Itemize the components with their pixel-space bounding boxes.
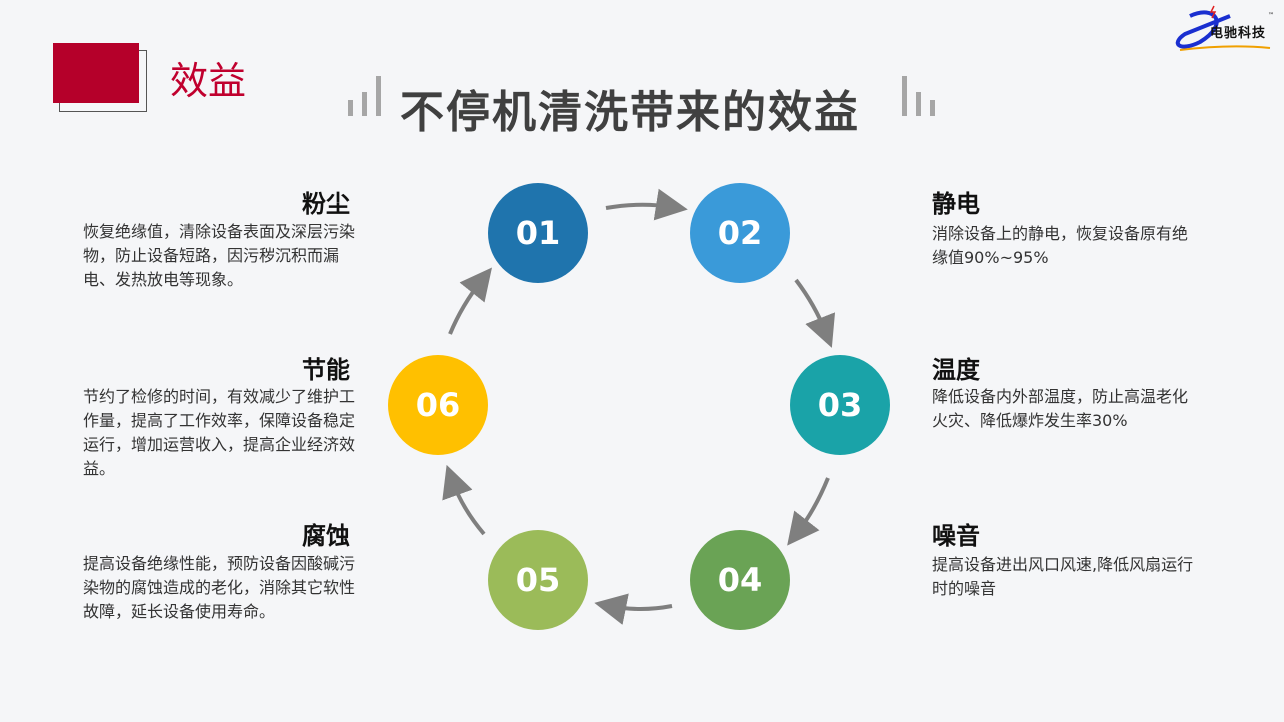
heading-dust: 粉尘 [302, 190, 350, 218]
title-bar-decoration [916, 92, 921, 116]
arrow-06-01 [448, 267, 492, 335]
arrow-04-05 [594, 593, 673, 625]
text-dust: 恢复绝缘值，清除设备表面及深层污染物，防止设备短路，因污秽沉积而漏电、发热放电等… [83, 222, 356, 289]
heading-static: 静电 [932, 190, 980, 218]
title-bar-decoration [348, 100, 353, 116]
text-energy: 节约了检修的时间，有效减少了维护工作量，提高了工作效率，保障设备稳定运行，增加运… [83, 387, 356, 478]
arrow-02-03 [794, 278, 836, 348]
step-circle-03: 03 [790, 355, 890, 455]
logo-swoosh-icon [1175, 5, 1271, 51]
heading-energy: 节能 [302, 356, 350, 384]
section-marker [53, 43, 139, 103]
title-bar-decoration [930, 100, 935, 116]
arrow-03-04 [787, 477, 830, 546]
title-bar-decoration [902, 76, 907, 116]
text-noise: 提高设备进出风口风速,降低风扇运行时的噪音 [932, 555, 1194, 598]
step-circle-04: 04 [690, 530, 790, 630]
logo-text: 电驰科技 [1210, 26, 1267, 41]
step-circle-06: 06 [388, 355, 488, 455]
text-static: 消除设备上的静电，恢复设备原有绝缘值90%~95% [932, 224, 1189, 267]
logo-tm: ™ [1268, 12, 1274, 19]
step-circle-05: 05 [488, 530, 588, 630]
arrow-01-02 [605, 188, 688, 221]
step-circle-02: 02 [690, 183, 790, 283]
page-title: 不停机清洗带来的效益 [400, 87, 860, 138]
logo: 电驰科技 ™ [1170, 4, 1280, 54]
heading-temperature: 温度 [932, 356, 980, 384]
title-bar-decoration [362, 92, 367, 116]
text-corrosion: 提高设备绝缘性能，预防设备因酸碱污染物的腐蚀造成的老化，消除其它软性故障，延长设… [83, 554, 356, 621]
title-bar-decoration [376, 76, 381, 116]
arrow-05-06 [442, 464, 486, 536]
section-label: 效益 [170, 59, 247, 103]
heading-corrosion: 腐蚀 [302, 522, 350, 550]
heading-noise: 噪音 [932, 522, 980, 550]
step-circle-01: 01 [488, 183, 588, 283]
text-temperature: 降低设备内外部温度，防止高温老化火灾、降低爆炸发生率30% [932, 387, 1189, 430]
